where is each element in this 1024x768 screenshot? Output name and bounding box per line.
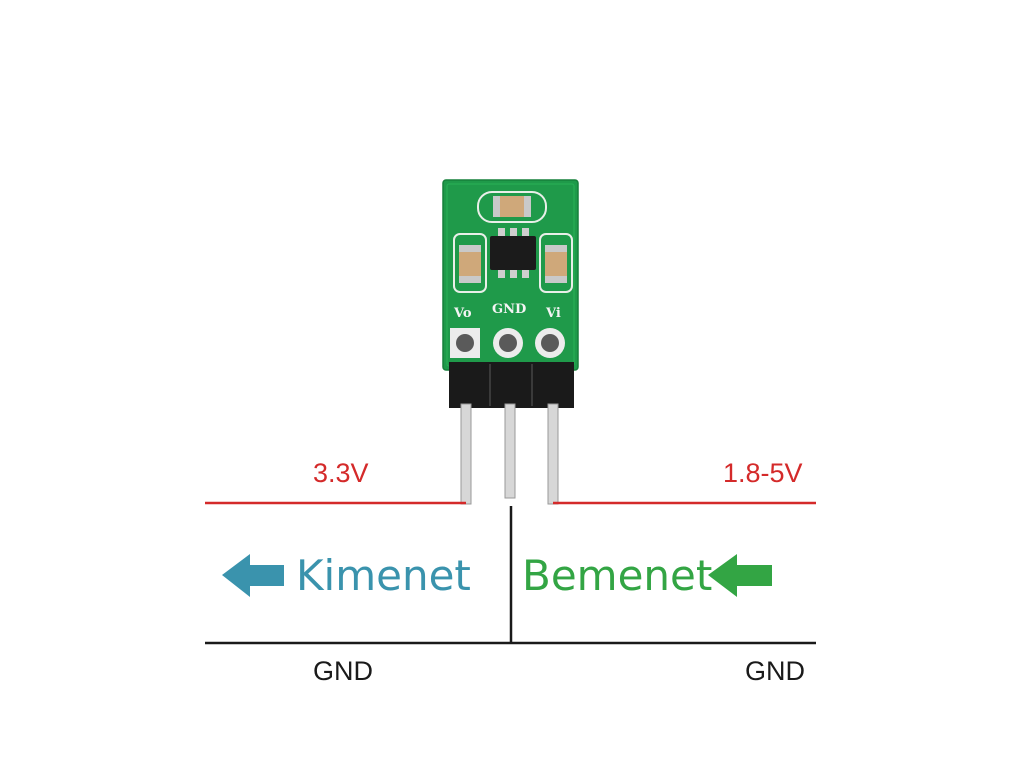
ic-pin bbox=[522, 268, 529, 278]
arrow-left-icon bbox=[222, 554, 284, 597]
arrow-left-icon bbox=[708, 554, 772, 597]
top-capacitor bbox=[493, 196, 531, 217]
left-capacitor-cap-bottom bbox=[459, 276, 481, 283]
pcb-label-gnd: GND bbox=[492, 302, 526, 317]
ic-pin bbox=[498, 228, 505, 238]
output-gnd-label: GND bbox=[313, 656, 373, 686]
top-capacitor-cap-right bbox=[524, 196, 531, 217]
pin-vi bbox=[547, 403, 559, 505]
output-voltage-label: 3.3V bbox=[313, 458, 369, 488]
pad-vo-hole bbox=[456, 334, 474, 352]
pad-gnd-hole bbox=[499, 334, 517, 352]
ic-pin bbox=[498, 268, 505, 278]
ic-pin bbox=[510, 268, 517, 278]
pin-vo bbox=[460, 403, 472, 505]
top-capacitor-cap-left bbox=[493, 196, 500, 217]
output-label: Kimenet bbox=[296, 551, 471, 600]
ic-body bbox=[490, 236, 536, 270]
left-capacitor-cap-top bbox=[459, 245, 481, 252]
input-label: Bemenet bbox=[522, 551, 712, 600]
ic-chip bbox=[490, 228, 536, 278]
pin-header bbox=[449, 362, 574, 505]
right-capacitor bbox=[545, 245, 567, 283]
right-capacitor-cap-bottom bbox=[545, 276, 567, 283]
pcb-module: Vo GND Vi bbox=[442, 179, 579, 371]
input-gnd-label: GND bbox=[745, 656, 805, 686]
left-capacitor-outline bbox=[453, 233, 487, 293]
pcb-label-vi: Vi bbox=[545, 306, 561, 321]
ic-pin bbox=[522, 228, 529, 238]
pin-gnd bbox=[504, 403, 516, 499]
pin-header-body bbox=[449, 362, 574, 408]
pcb-label-vo: Vo bbox=[453, 306, 472, 321]
top-capacitor-outline bbox=[477, 191, 547, 223]
left-capacitor bbox=[459, 245, 481, 283]
right-capacitor-cap-top bbox=[545, 245, 567, 252]
pad-vi-hole bbox=[541, 334, 559, 352]
ic-pin bbox=[510, 228, 517, 238]
right-capacitor-outline bbox=[539, 233, 573, 293]
input-voltage-label: 1.8-5V bbox=[723, 458, 803, 488]
